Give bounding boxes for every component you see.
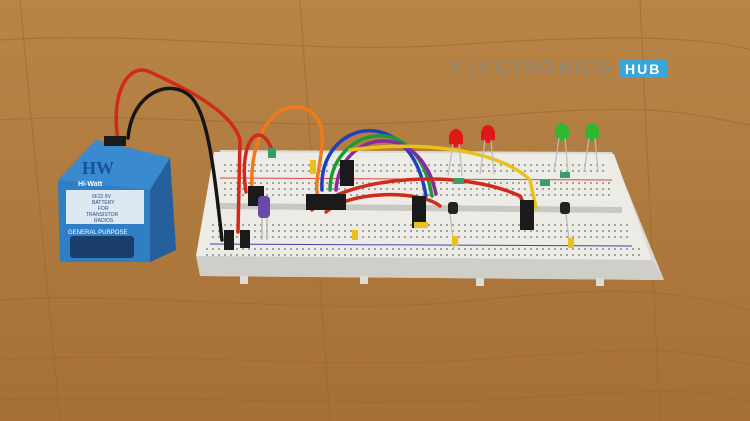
capacitor bbox=[258, 196, 270, 240]
watermark-badge: HUB bbox=[619, 59, 668, 78]
ic-chips bbox=[224, 160, 534, 250]
battery-brand-logo: HW bbox=[82, 158, 114, 178]
black-battery-wire bbox=[126, 86, 224, 242]
blue-wire bbox=[320, 128, 428, 198]
red-leds bbox=[447, 125, 495, 177]
breadboard bbox=[196, 150, 664, 286]
resistors bbox=[268, 148, 574, 248]
battery-spec-line-5: RADIOS bbox=[94, 218, 114, 224]
battery-spec-line-4: TRANSISTOR bbox=[86, 212, 119, 218]
battery-purpose-text: GENERAL PURPOSE bbox=[68, 230, 127, 236]
battery-spec-line-2: BATTERY bbox=[92, 200, 115, 206]
jumper-wires bbox=[114, 68, 538, 242]
battery-brand-name: Hi-Watt bbox=[78, 181, 103, 188]
green-wire bbox=[328, 134, 434, 198]
red-wire-2 bbox=[242, 133, 274, 194]
battery-spec-line-1: 6F22 9V bbox=[92, 194, 112, 200]
electronics-hub-watermark: ELECTRONICS HUB bbox=[452, 58, 668, 79]
nine-volt-battery: HW Hi-Watt 6F22 9V BATTERY FOR TRANSISTO… bbox=[58, 136, 176, 262]
green-leds bbox=[553, 123, 599, 173]
orange-wire bbox=[250, 105, 324, 198]
battery-snap-connector bbox=[104, 136, 126, 146]
yellow-wire bbox=[348, 144, 538, 210]
battery-label-panel bbox=[66, 190, 144, 224]
red-battery-wire bbox=[114, 68, 242, 234]
battery-spec-line-3: FOR bbox=[98, 206, 109, 212]
watermark-text: ELECTRONICS bbox=[452, 58, 614, 78]
